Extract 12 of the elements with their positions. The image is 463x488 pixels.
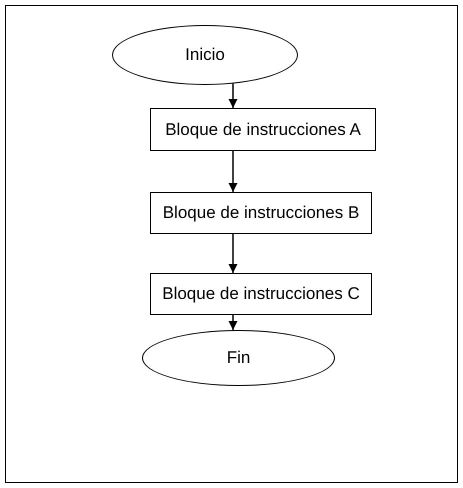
node-label: Bloque de instrucciones C bbox=[162, 283, 360, 306]
arrow bbox=[228, 315, 238, 330]
arrow bbox=[228, 234, 238, 273]
process-box bbox=[150, 273, 372, 315]
node-label: Bloque de instrucciones A bbox=[165, 118, 361, 141]
arrow bbox=[228, 151, 238, 192]
process-box bbox=[150, 192, 372, 234]
node-label: Fin bbox=[226, 347, 250, 370]
node-label: Inicio bbox=[185, 44, 225, 66]
arrow bbox=[228, 84, 238, 108]
node-label: Bloque de instrucciones B bbox=[162, 202, 360, 224]
process-box bbox=[150, 108, 376, 151]
